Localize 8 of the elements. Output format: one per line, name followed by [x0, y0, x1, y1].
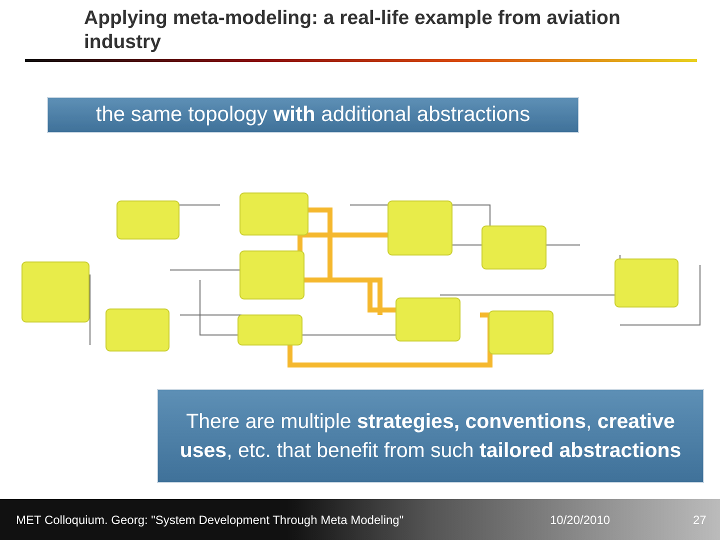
footer-text: MET Colloquium. Georg: "System Development Through Meta Modeling" — [16, 513, 404, 527]
callout-box — [157, 389, 704, 483]
caption-box — [47, 97, 579, 133]
date-text: 10/20/2010 — [550, 513, 610, 527]
callout-text: There are multiple strategies, conventions, creative uses, etc. that benefit from such tailored abstractions — [178, 409, 682, 464]
slide-title: Applying meta-modeling: a real-life example from aviation industry — [84, 6, 622, 54]
page-number: 27 — [693, 513, 706, 527]
callout-text: the same topology with additional abstractions — [96, 102, 530, 128]
